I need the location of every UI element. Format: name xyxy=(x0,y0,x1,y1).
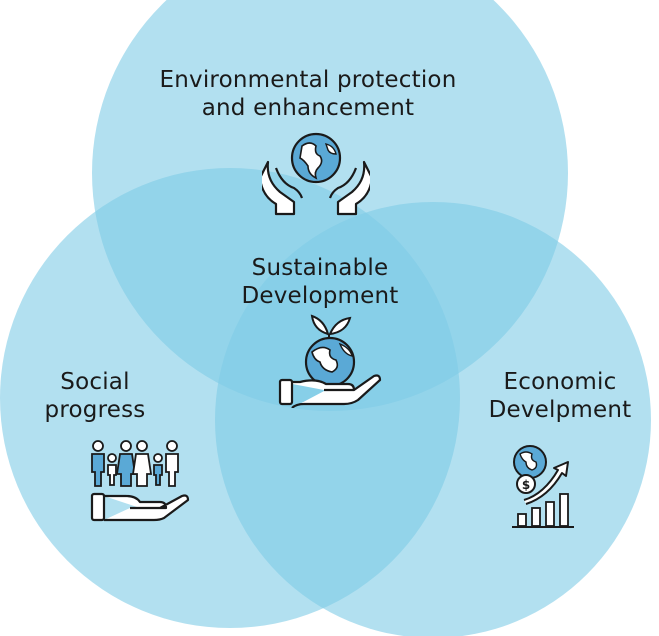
social-label: Social progress xyxy=(40,368,150,424)
sustainable-development-label-line-1: Sustainable xyxy=(251,255,389,281)
svg-text:$: $ xyxy=(522,478,530,492)
sustainable-development-label: Sustainable Development xyxy=(220,254,420,310)
family-in-hand-icon xyxy=(90,440,190,522)
globe-dollar-growth-chart-icon: $ xyxy=(512,445,574,528)
social-label-line-2: progress xyxy=(44,397,146,423)
social-label-line-1: Social xyxy=(60,369,130,395)
economic-label-line-1: Economic xyxy=(503,369,617,395)
economic-label: Economic Develpment xyxy=(480,368,640,424)
environment-label-line-1: Environmental protection xyxy=(159,67,457,93)
sustainable-development-label-line-2: Development xyxy=(241,283,399,309)
environment-label: Environmental protection and enhancement xyxy=(148,66,468,122)
economic-label-line-2: Develpment xyxy=(488,397,632,423)
hand-holding-sprouting-globe-icon xyxy=(278,314,382,408)
hands-holding-globe-icon xyxy=(262,132,370,216)
environment-label-line-2: and enhancement xyxy=(201,95,415,121)
